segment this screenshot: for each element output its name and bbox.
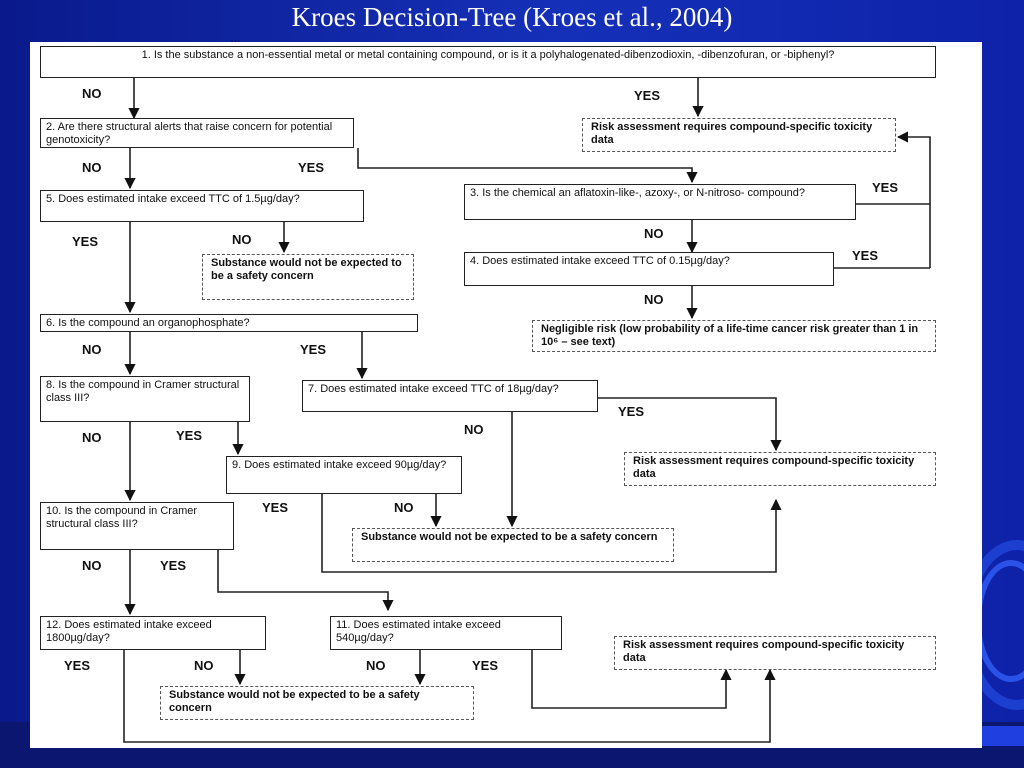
label-no-q12: NO bbox=[194, 658, 214, 673]
label-yes-q12: YES bbox=[64, 658, 91, 673]
outcome-risk-mid: Risk assessment requires compound-specif… bbox=[624, 452, 936, 486]
arrow-q7-risk bbox=[598, 397, 782, 452]
outcome-risk-bottom: Risk assessment requires compound-specif… bbox=[614, 636, 936, 670]
label-yes-q5: YES bbox=[72, 234, 99, 249]
outcome-negligible: Negligible risk (low probability of a li… bbox=[532, 320, 936, 352]
label-yes-q3: YES bbox=[872, 180, 899, 195]
cropped-top-text: … bbox=[230, 33, 241, 45]
label-yes-q7: YES bbox=[618, 404, 645, 419]
arrow-q9-risk bbox=[321, 494, 782, 573]
label-yes-q1: YES bbox=[634, 88, 661, 103]
label-no-q7: NO bbox=[464, 422, 484, 437]
label-no-q3: NO bbox=[644, 226, 664, 241]
question-8: 8. Is the compound in Cramer structural … bbox=[40, 376, 250, 422]
outcome-safe-q9: Substance would not be expected to be a … bbox=[352, 528, 674, 562]
outcome-risk-top: Risk assessment requires compound-specif… bbox=[582, 118, 896, 152]
label-yes-q8: YES bbox=[176, 428, 203, 443]
label-no-q5: NO bbox=[232, 232, 252, 247]
label-no-q10: NO bbox=[82, 558, 102, 573]
outcome-safe-q12: Substance would not be expected to be a … bbox=[160, 686, 474, 720]
label-yes-q11: YES bbox=[472, 658, 499, 673]
label-no-q4: NO bbox=[644, 292, 664, 307]
label-yes-q6: YES bbox=[300, 342, 327, 357]
question-5: 5. Does estimated intake exceed TTC of 1… bbox=[40, 190, 364, 222]
question-10: 10. Is the compound in Cramer structural… bbox=[40, 502, 234, 550]
question-2: 2. Are there structural alerts that rais… bbox=[40, 118, 354, 148]
question-7: 7. Does estimated intake exceed TTC of 1… bbox=[302, 380, 598, 412]
arrow-q11-risk bbox=[531, 650, 732, 709]
label-no-q2: NO bbox=[82, 160, 102, 175]
bottom-accent bbox=[982, 726, 1024, 746]
question-9: 9. Does estimated intake exceed 90µg/day… bbox=[226, 456, 462, 494]
label-yes-q10: YES bbox=[160, 558, 187, 573]
arrow-q3-risk bbox=[856, 131, 931, 205]
question-6: 6. Is the compound an organophosphate? bbox=[40, 314, 418, 332]
question-12: 12. Does estimated intake exceed 1800µg/… bbox=[40, 616, 266, 650]
question-1: 1. Is the substance a non-essential meta… bbox=[40, 46, 936, 78]
label-yes-q2: YES bbox=[298, 160, 325, 175]
label-yes-q9: YES bbox=[262, 500, 289, 515]
label-no-q1: NO bbox=[82, 86, 102, 101]
arrow-q10-q11 bbox=[217, 550, 394, 612]
label-yes-q4: YES bbox=[852, 248, 879, 263]
label-no-q11: NO bbox=[366, 658, 386, 673]
arrow-q2-q3 bbox=[357, 148, 698, 184]
connector-lines bbox=[123, 78, 931, 743]
outcome-safe-q5: Substance would not be expected to be a … bbox=[202, 254, 414, 300]
question-4: 4. Does estimated intake exceed TTC of 0… bbox=[464, 252, 834, 286]
question-3: 3. Is the chemical an aflatoxin-like-, a… bbox=[464, 184, 856, 220]
label-no-q6: NO bbox=[82, 342, 102, 357]
question-11: 11. Does estimated intake exceed 540µg/d… bbox=[330, 616, 562, 650]
label-no-q8: NO bbox=[82, 430, 102, 445]
arrow-q12-risk bbox=[123, 650, 776, 743]
slide-title: Kroes Decision-Tree (Kroes et al., 2004) bbox=[291, 2, 733, 32]
flowchart-panel: … 1. Is the substance a non-essential me… bbox=[30, 33, 982, 748]
label-no-q9: NO bbox=[394, 500, 414, 515]
